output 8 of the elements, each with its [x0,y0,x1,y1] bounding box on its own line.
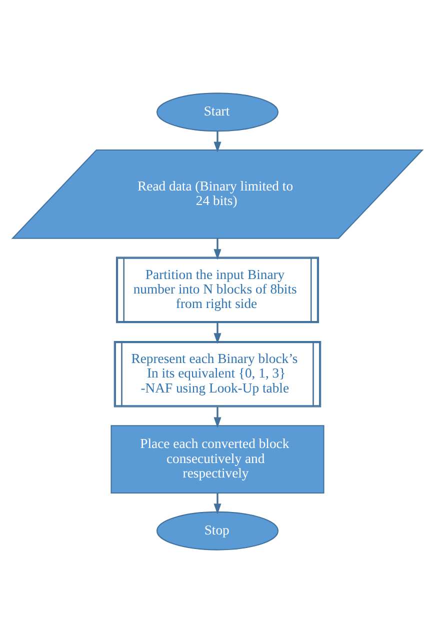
arrow [214,130,222,152]
arrow [214,238,222,260]
node-box: Place each converted block consecutively and respectively [110,424,324,493]
arrow [214,406,222,428]
arrow [214,322,222,344]
node-ellipse: Start [156,92,279,132]
node-ellipse: Stop [156,510,279,550]
arrow [214,492,222,514]
